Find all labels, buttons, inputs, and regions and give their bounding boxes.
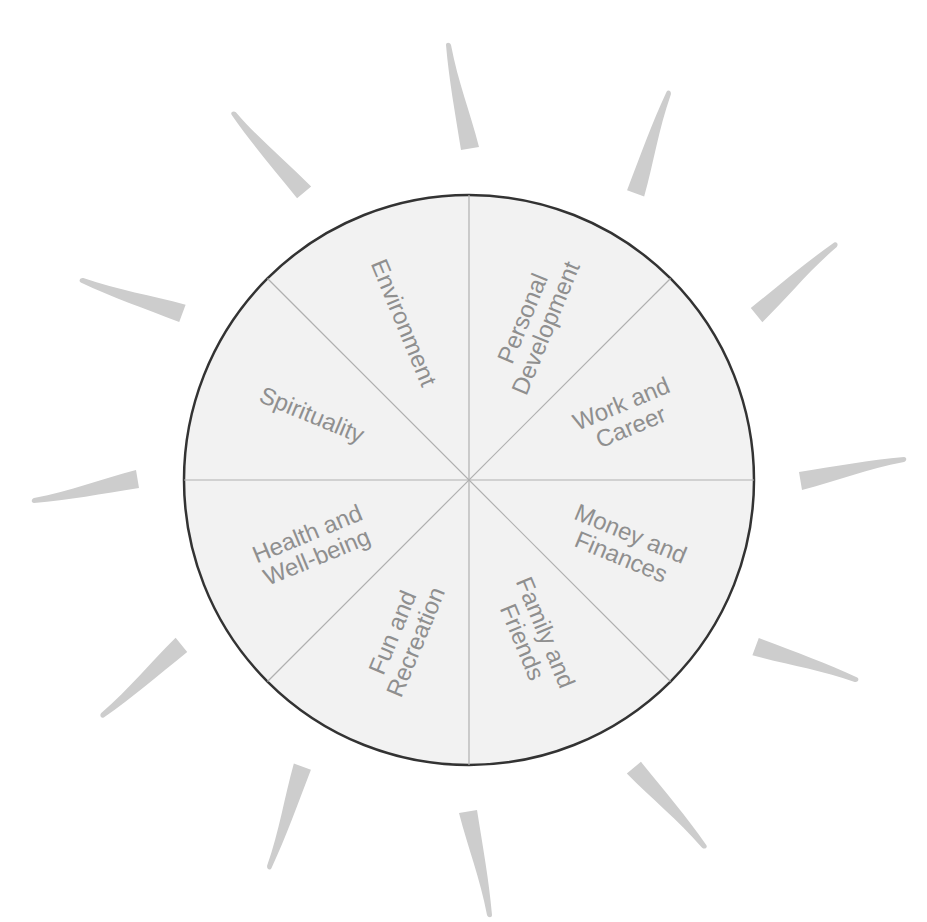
wheel-sector: Environment bbox=[354, 226, 454, 420]
wheel-sector: Money and Finances bbox=[557, 497, 695, 593]
wheel-sector: Personal Development bbox=[482, 244, 586, 402]
wheel-sector: Spirituality bbox=[215, 365, 409, 465]
wheel-sector: Work and Career bbox=[560, 368, 692, 461]
sector-label: Family and Friends bbox=[486, 568, 582, 706]
sector-label: Spirituality bbox=[215, 365, 409, 465]
sector-dividers bbox=[184, 195, 754, 765]
wheel-circle bbox=[184, 195, 754, 765]
wheel-sector: Fun and Recreation bbox=[356, 568, 452, 706]
wheel-sector: Family and Friends bbox=[486, 568, 582, 706]
wheel-sector: Health and Well-being bbox=[242, 497, 381, 593]
sector-label: Health and Well-being bbox=[242, 497, 381, 593]
sector-label: Personal Development bbox=[482, 244, 586, 402]
sector-label: Money and Finances bbox=[557, 497, 695, 593]
sector-label: Fun and Recreation bbox=[356, 568, 452, 706]
sector-label: Environment bbox=[354, 226, 454, 420]
sector-label: Work and Career bbox=[560, 368, 692, 461]
sun-rays bbox=[32, 43, 907, 918]
